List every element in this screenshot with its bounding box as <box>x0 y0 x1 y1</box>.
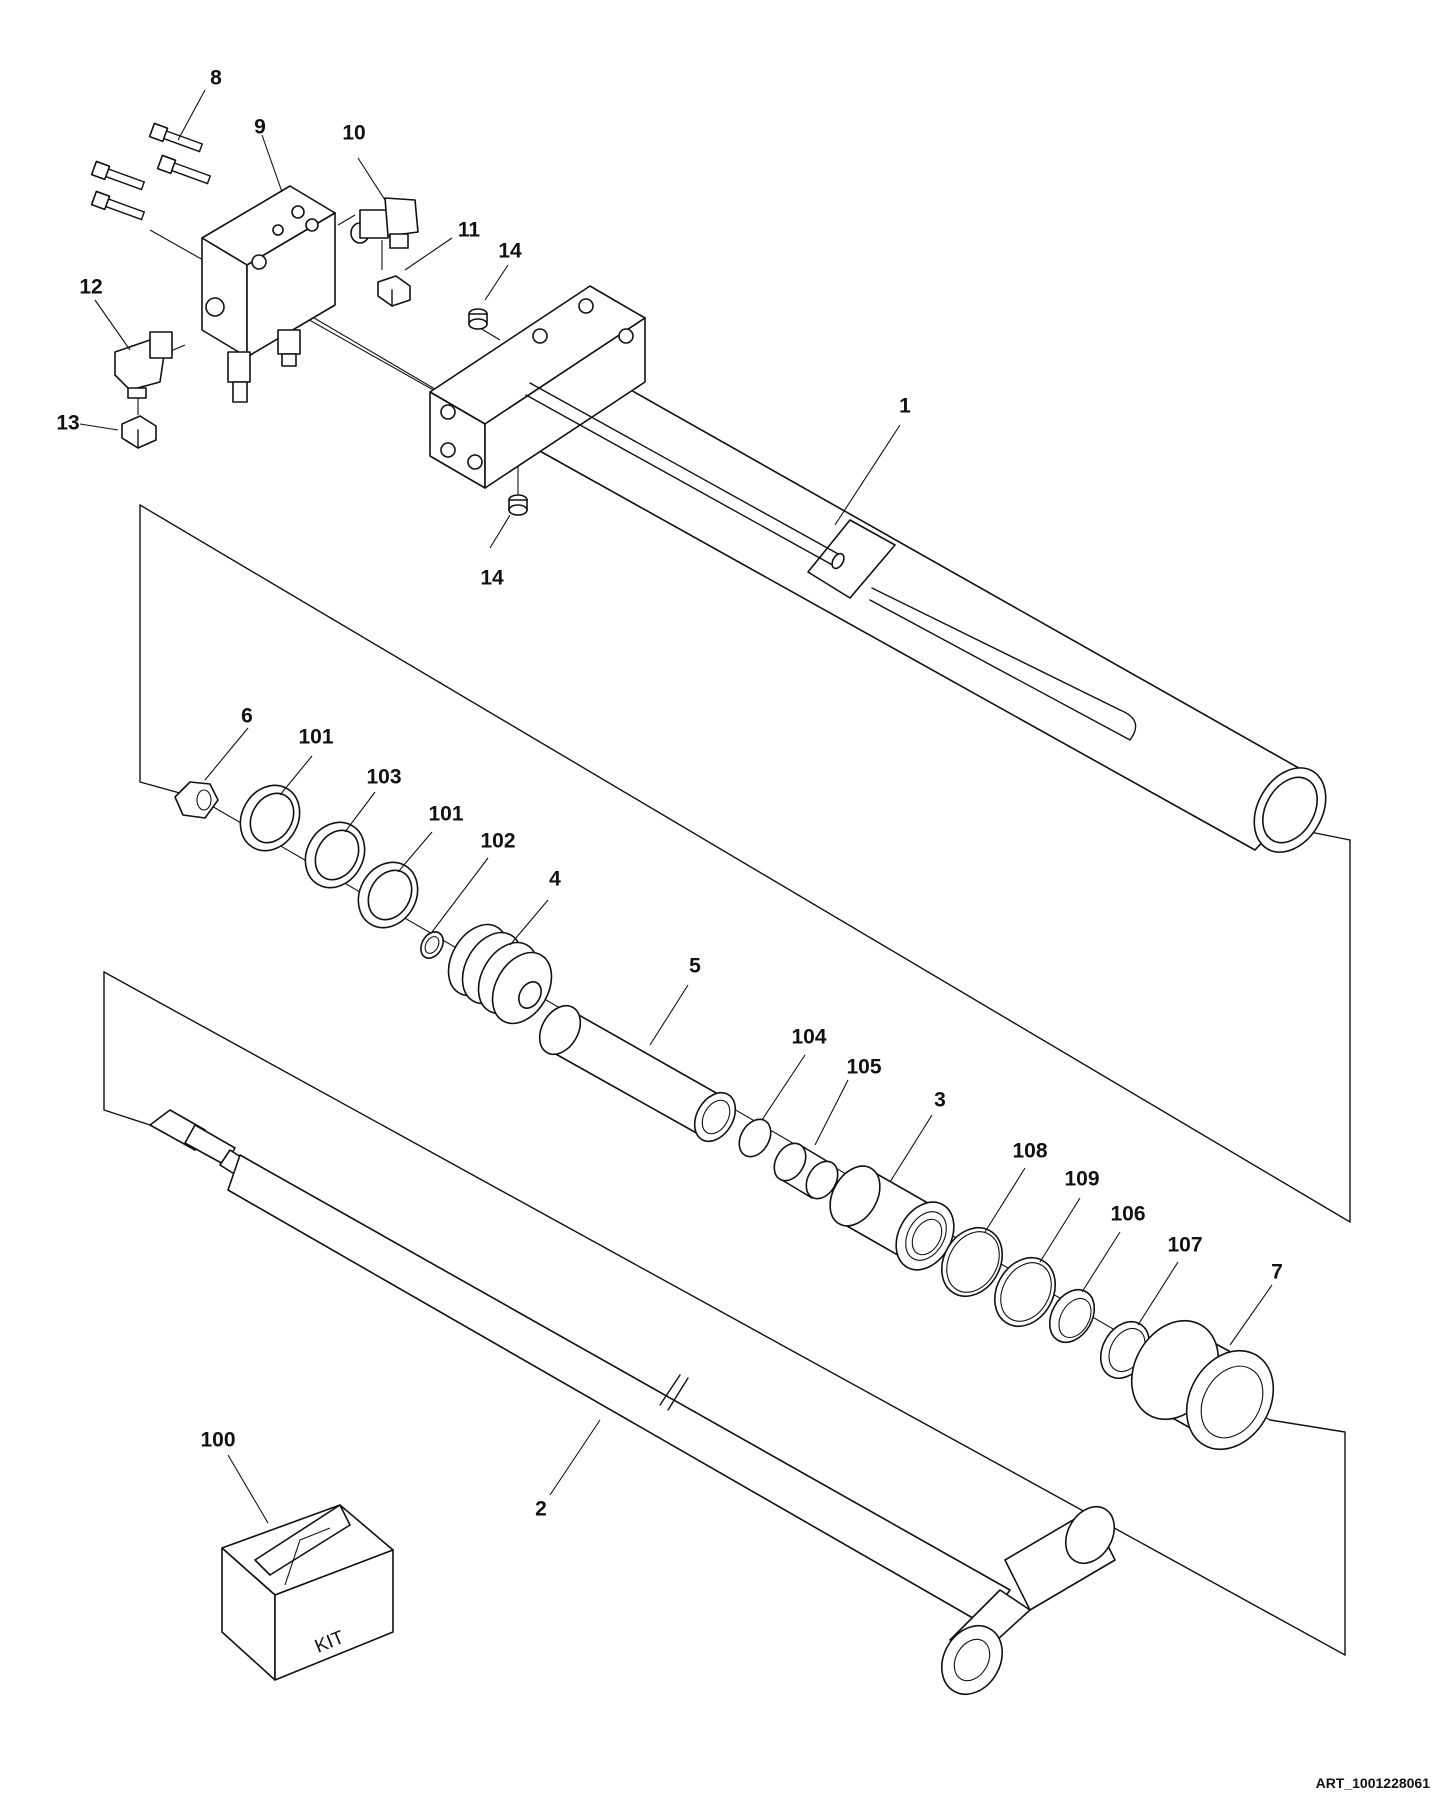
callout-108: 108 <box>1012 1140 1047 1163</box>
bolts <box>90 122 211 221</box>
callout-2: 2 <box>535 1498 547 1521</box>
head-nut <box>1130 1319 1275 1451</box>
plug-lower <box>508 494 528 516</box>
callout-3: 3 <box>934 1089 946 1112</box>
callout-105: 105 <box>846 1056 881 1079</box>
piston-nut <box>174 781 219 819</box>
wiper-106 <box>1048 1288 1096 1344</box>
callout-101-first: 101 <box>298 726 333 749</box>
callout-1: 1 <box>899 395 911 418</box>
cylinder-barrel <box>429 285 1327 853</box>
callout-109: 109 <box>1064 1168 1099 1191</box>
elbow-fitting-lower <box>114 331 173 399</box>
callout-13: 13 <box>56 412 79 435</box>
callout-101-second: 101 <box>428 803 463 826</box>
callout-10: 10 <box>342 122 365 145</box>
callout-5: 5 <box>689 955 701 978</box>
seal-ring-108 <box>941 1227 1003 1297</box>
seal-ring-103 <box>304 821 366 889</box>
callout-12: 12 <box>79 276 102 299</box>
seal-kit-box: KIT <box>221 1504 394 1681</box>
seal-ring-101a <box>239 784 301 852</box>
callout-104: 104 <box>791 1026 826 1049</box>
hex-nut-lower <box>121 415 157 449</box>
callout-107: 107 <box>1167 1234 1202 1257</box>
o-ring-102 <box>420 931 444 959</box>
callout-102: 102 <box>480 830 515 853</box>
callout-numbers: 1 2 3 4 5 6 7 8 9 10 11 12 13 14 14 100 … <box>56 67 1283 1521</box>
callout-106: 106 <box>1110 1203 1145 1226</box>
leader-lines <box>79 89 1273 1524</box>
seal-ring-101b <box>357 861 419 929</box>
callout-11: 11 <box>458 219 481 242</box>
callout-7: 7 <box>1271 1261 1283 1284</box>
elbow-fitting-upper <box>350 197 419 249</box>
o-ring-104 <box>738 1118 772 1158</box>
callout-9: 9 <box>254 116 266 139</box>
art-id-label: ART_1001228061 <box>1316 1775 1431 1791</box>
piston-rod <box>149 1109 1116 1695</box>
callout-8: 8 <box>210 67 222 90</box>
bushing-105 <box>773 1142 839 1200</box>
callout-14-lower: 14 <box>480 567 504 590</box>
callout-14-upper: 14 <box>498 240 522 263</box>
hex-nut-upper <box>377 275 411 307</box>
spacer-tube <box>538 1004 737 1143</box>
seal-ring-109 <box>994 1257 1056 1327</box>
callout-100: 100 <box>200 1429 235 1452</box>
callout-6: 6 <box>241 705 253 728</box>
piston <box>447 923 553 1025</box>
callout-103: 103 <box>366 766 401 789</box>
valve-manifold <box>201 185 336 403</box>
plug-upper <box>468 308 488 330</box>
callout-4: 4 <box>549 868 561 891</box>
